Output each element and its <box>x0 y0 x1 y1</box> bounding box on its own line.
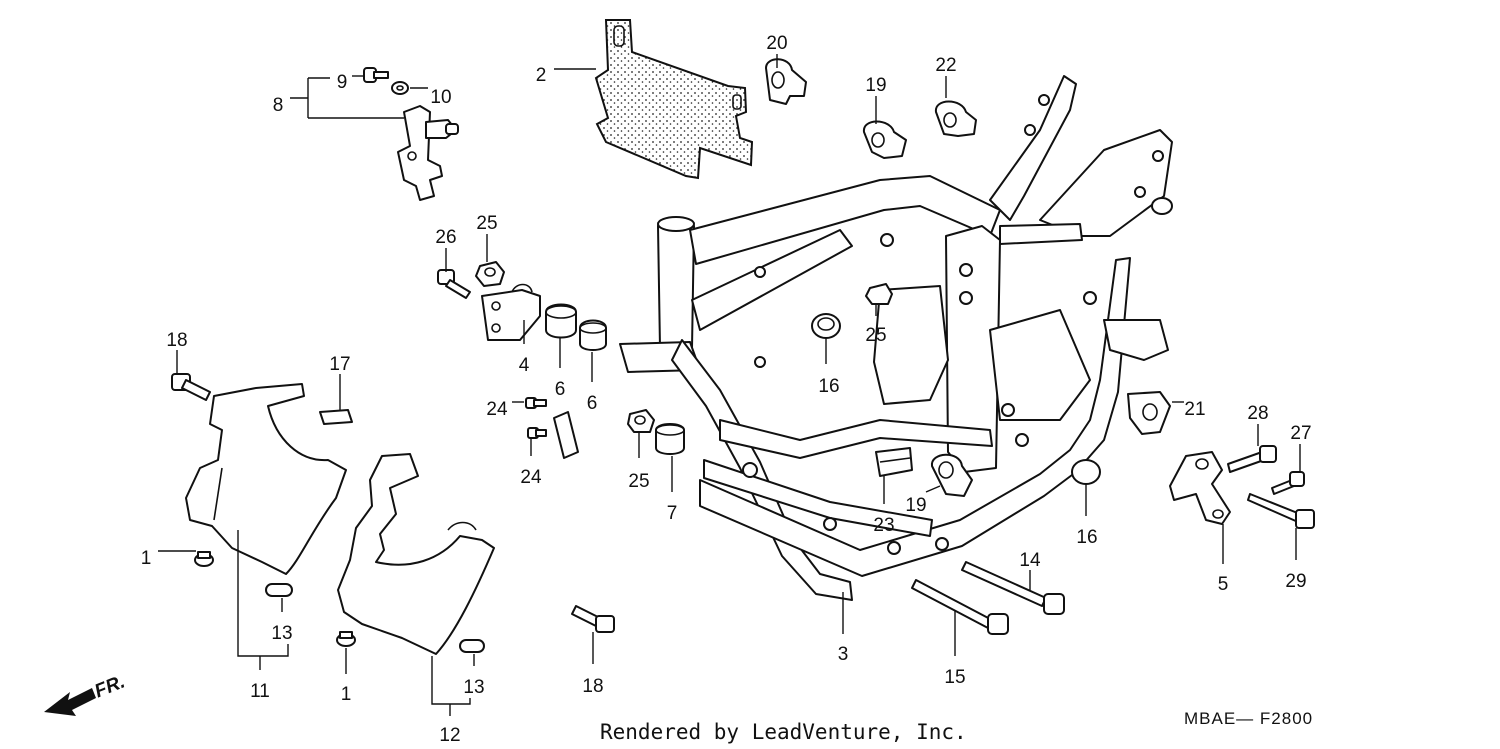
callout-11: 11 <box>250 681 270 702</box>
callout-25: 25 <box>865 325 886 346</box>
part-2-plate <box>594 19 754 180</box>
part-25-nut-c <box>627 409 655 433</box>
part-9-screw <box>363 67 389 83</box>
callout-4: 4 <box>519 355 530 376</box>
part-12-side-cover <box>337 453 495 655</box>
part-28-bolt <box>1227 445 1277 473</box>
callout-14: 14 <box>1019 550 1041 571</box>
part-18-bolt-a <box>171 373 211 401</box>
callout-24: 24 <box>486 399 508 420</box>
callout-22: 22 <box>935 55 956 76</box>
callout-19: 19 <box>905 495 926 516</box>
part-23-clamp <box>875 447 913 477</box>
callout-9: 9 <box>337 72 348 93</box>
part-15-bolt <box>911 579 1009 635</box>
leader-lines <box>158 54 1301 716</box>
part-17-clip <box>319 409 353 425</box>
callout-13: 13 <box>271 623 292 644</box>
callout-19: 19 <box>865 75 886 96</box>
part-6-collar-b <box>579 319 607 351</box>
callout-16: 16 <box>818 376 839 397</box>
callout-21: 21 <box>1184 399 1205 420</box>
callout-1: 1 <box>341 684 352 705</box>
part-24-bolt-b <box>527 427 547 439</box>
part-13-cushion-b <box>459 639 485 653</box>
callout-6: 6 <box>555 379 566 400</box>
callout-25: 25 <box>476 213 497 234</box>
part-25-nut-a <box>475 261 505 287</box>
part-8-bracket <box>397 105 459 201</box>
callout-2: 2 <box>536 65 547 86</box>
part-16-grommet-b <box>1071 459 1101 485</box>
callout-20: 20 <box>766 33 787 54</box>
part-13-cushion-a <box>265 583 293 597</box>
callout-27: 27 <box>1290 423 1311 444</box>
callout-12: 12 <box>439 725 460 746</box>
callout-1: 1 <box>141 548 152 569</box>
callout-labels: 1123456678910111213131415161617181819192… <box>141 33 1312 746</box>
callout-5: 5 <box>1218 574 1229 595</box>
part-24-plate <box>553 411 579 459</box>
part-20-clamp <box>765 58 807 105</box>
part-22-clamp <box>935 100 977 137</box>
callout-29: 29 <box>1285 571 1306 592</box>
part-25-nut-b <box>865 283 893 305</box>
callout-26: 26 <box>435 227 456 248</box>
callout-25: 25 <box>628 471 649 492</box>
callout-3: 3 <box>838 644 849 665</box>
front-direction-arrow: FR. <box>44 671 128 716</box>
callout-13: 13 <box>463 677 484 698</box>
part-27-bolt <box>1271 471 1305 495</box>
callout-18: 18 <box>582 676 603 697</box>
part-11-side-cover <box>185 383 347 575</box>
part-1-grommet-b <box>336 631 356 647</box>
callout-18: 18 <box>166 330 187 351</box>
part-5-bracket <box>1169 451 1231 525</box>
callout-8: 8 <box>273 95 284 116</box>
part-6-collar-a <box>545 303 577 339</box>
part-1-grommet-a <box>194 551 214 567</box>
callout-10: 10 <box>430 87 451 108</box>
callout-16: 16 <box>1076 527 1097 548</box>
part-26-bolt <box>437 269 471 299</box>
part-16-grommet-a <box>811 313 841 339</box>
part-19-clamp-top <box>863 120 907 159</box>
part-10-washer <box>391 81 409 95</box>
callout-24: 24 <box>520 467 542 488</box>
callout-17: 17 <box>329 354 350 375</box>
part-7-collar <box>655 423 685 455</box>
callout-6: 6 <box>587 393 598 414</box>
callout-28: 28 <box>1247 403 1268 424</box>
footer-credit: Rendered by LeadVenture, Inc. <box>600 720 967 744</box>
part-21-clamp <box>1127 391 1171 435</box>
part-14-bolt <box>961 561 1065 615</box>
part-29-bolt <box>1247 493 1315 529</box>
callout-15: 15 <box>944 667 965 688</box>
front-direction-label: FR. <box>92 671 128 702</box>
callout-23: 23 <box>873 515 894 536</box>
part-3-frame <box>619 75 1173 601</box>
part-24-bolt-a <box>525 397 547 409</box>
part-19-clamp-bottom <box>931 453 973 497</box>
part-18-bolt-b <box>571 605 615 633</box>
callout-7: 7 <box>667 503 678 524</box>
part-4-bracket <box>481 283 541 341</box>
diagram-code: MBAE— F2800 <box>1184 709 1313 728</box>
